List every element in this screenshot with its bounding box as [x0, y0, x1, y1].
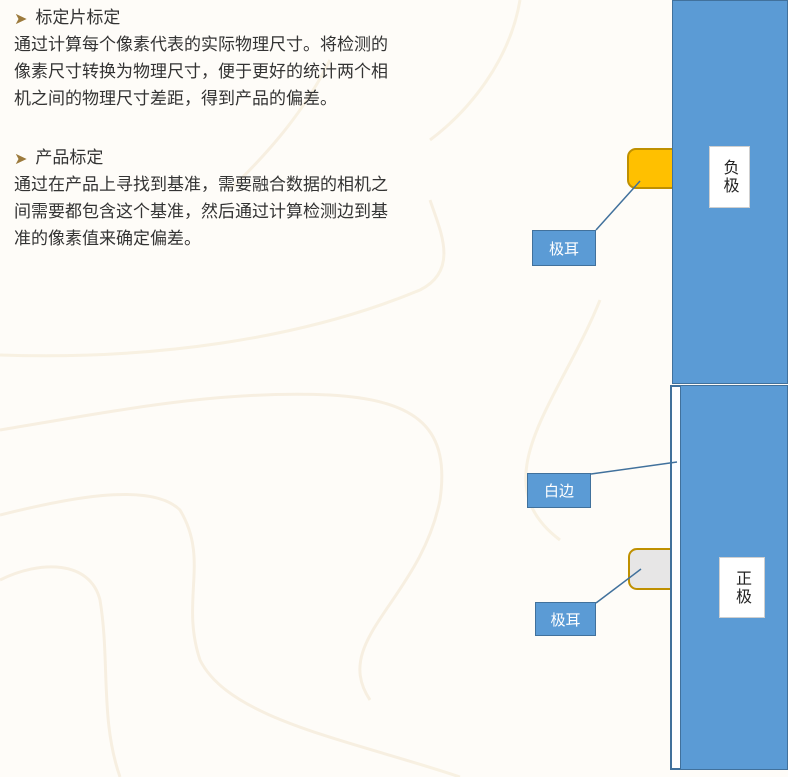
section-title: 产品标定	[35, 148, 104, 168]
section-line: 间需要都包含这个基准，然后通过计算检测边到基	[14, 202, 388, 222]
section-line: 像素尺寸转换为物理尺寸，便于更好的统计两个相	[14, 62, 388, 82]
tab-callout-bottom: 极耳	[535, 602, 596, 636]
section-heading: ➤ 标定片标定	[14, 5, 434, 32]
section-line: 通过在产品上寻找到基准，需要融合数据的相机之	[14, 175, 388, 195]
bullet-arrow-icon: ➤	[14, 9, 28, 28]
section-line: 机之间的物理尺寸差距，得到产品的偏差。	[14, 89, 337, 109]
section-calibration-plate: ➤ 标定片标定 通过计算每个像素代表的实际物理尺寸。将检测的 像素尺寸转换为物理…	[14, 5, 434, 113]
bullet-arrow-icon: ➤	[14, 149, 28, 168]
white-edge-callout: 白边	[527, 473, 591, 508]
section-product-calibration: ➤ 产品标定 通过在产品上寻找到基准，需要融合数据的相机之 间需要都包含这个基准…	[14, 145, 434, 253]
section-line: 通过计算每个像素代表的实际物理尺寸。将检测的	[14, 35, 388, 55]
section-line: 准的像素值来确定偏差。	[14, 229, 201, 249]
section-heading: ➤ 产品标定	[14, 145, 434, 172]
tab-callout-top: 极耳	[532, 230, 596, 266]
positive-plate-label: 正极	[719, 557, 765, 618]
negative-plate-label: 负极	[709, 146, 750, 208]
section-title: 标定片标定	[35, 8, 121, 28]
